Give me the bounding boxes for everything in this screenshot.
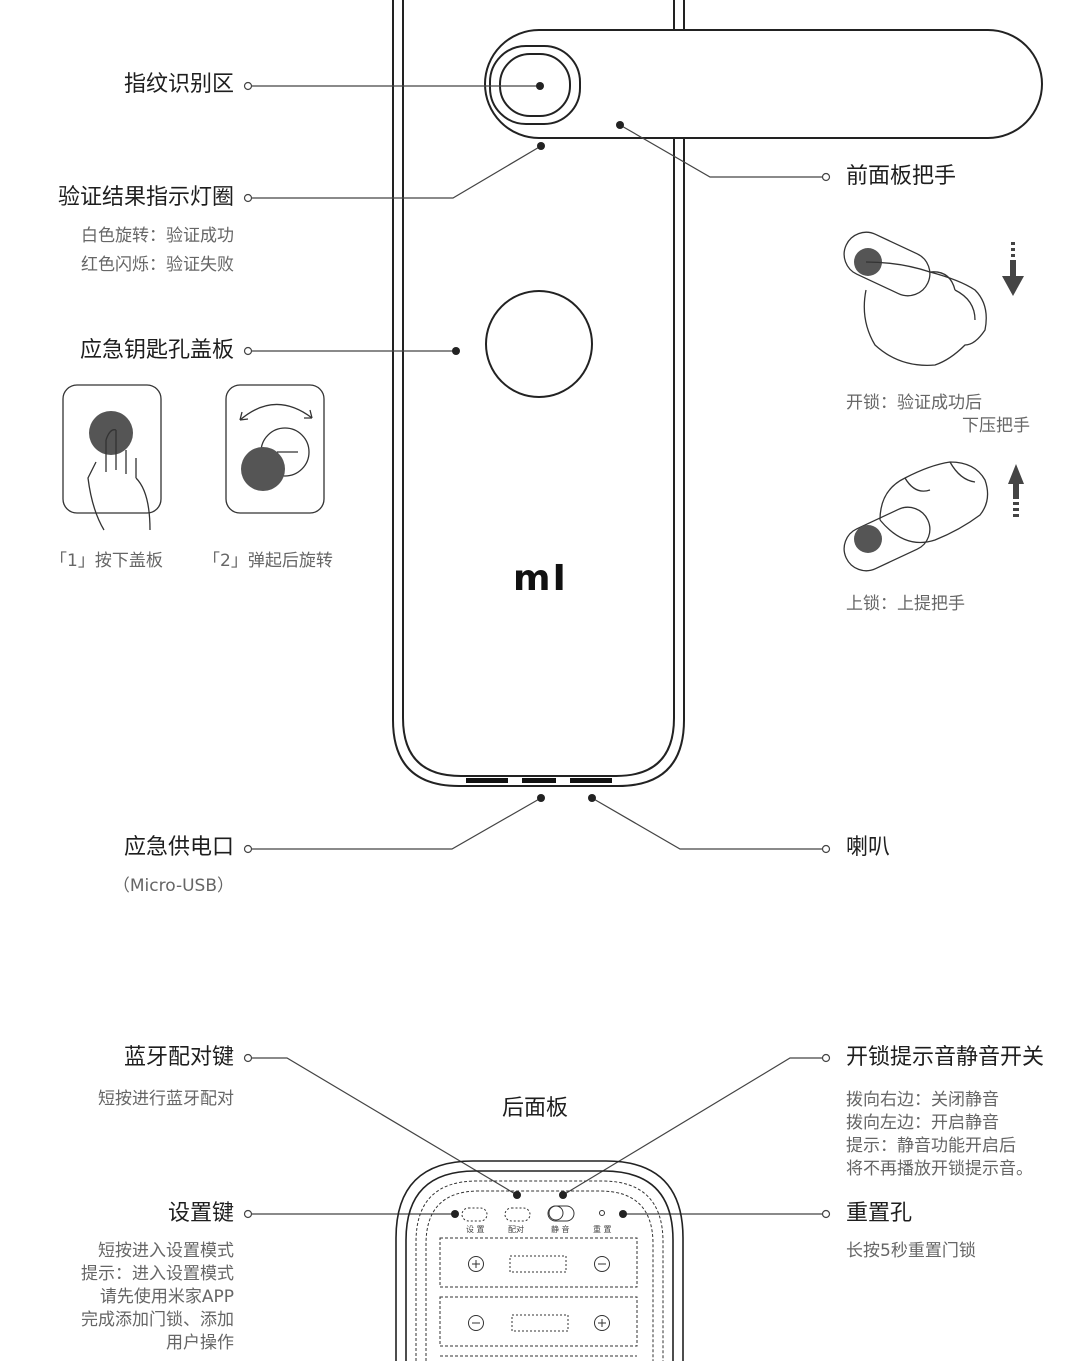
desc-lock: 上锁：上提把手 <box>846 594 965 614</box>
desc-mute-1: 拨向右边：关闭静音 <box>846 1090 999 1110</box>
lock-hand-illustration <box>843 461 989 572</box>
desc-setting-4: 完成添加门锁、添加 <box>81 1310 234 1330</box>
keyhole-cover <box>485 290 593 398</box>
desc-ring-white: 白色旋转：验证成功 <box>81 226 234 246</box>
label-bluetooth-pair: 蓝牙配对键 <box>123 1045 234 1070</box>
fingerprint-sensor-outer <box>489 45 581 125</box>
brand-logo: mI <box>513 558 568 599</box>
desc-setting-1: 短按进入设置模式 <box>98 1241 234 1261</box>
unlock-hand-illustration <box>843 231 987 366</box>
speaker-grill-2 <box>570 778 612 783</box>
desc-reset: 长按5秒重置门锁 <box>846 1241 976 1261</box>
desc-mute-3: 提示：静音功能开启后 <box>846 1136 1016 1156</box>
up-arrow-icon <box>1008 464 1024 517</box>
pair-button <box>504 1207 531 1222</box>
desc-setting-5: 用户操作 <box>166 1333 234 1353</box>
desc-setting-2: 提示：进入设置模式 <box>81 1264 234 1284</box>
btn-label-setting: 设 置 <box>466 1224 485 1234</box>
reset-hole <box>599 1210 605 1216</box>
label-speaker: 喇叭 <box>846 835 891 860</box>
step1-illustration <box>62 384 162 531</box>
label-setting-key: 设置键 <box>167 1201 234 1226</box>
label-front-handle: 前面板把手 <box>846 164 957 189</box>
step2-illustration <box>225 384 325 514</box>
front-panel-inner <box>402 0 675 777</box>
speaker-grill-1 <box>522 778 556 783</box>
desc-bluetooth-pair: 短按进行蓝牙配对 <box>98 1089 234 1109</box>
front-handle <box>484 29 1043 139</box>
mute-switch-knob <box>548 1205 564 1221</box>
desc-setting-3: 请先使用米家APP <box>99 1287 234 1307</box>
front-panel-outer <box>392 0 685 787</box>
btn-label-mute: 静 音 <box>551 1224 570 1234</box>
desc-ring-red: 红色闪烁：验证失败 <box>81 255 234 275</box>
down-arrow-icon <box>1002 242 1024 296</box>
desc-unlock-1: 开锁：验证成功后 <box>846 393 982 413</box>
step1-caption: 「1」按下盖板 <box>50 551 163 571</box>
mute-switch <box>547 1205 575 1222</box>
usb-port <box>466 778 508 783</box>
desc-mute-2: 拨向左边：开启静音 <box>846 1113 999 1133</box>
label-indicator-ring: 验证结果指示灯圈 <box>57 185 234 210</box>
fingerprint-sensor-inner <box>499 53 571 117</box>
setting-button <box>461 1207 488 1222</box>
step2-caption: 「2」弹起后旋转 <box>203 551 333 571</box>
label-mute-switch: 开锁提示音静音开关 <box>846 1045 1045 1070</box>
back-panel-outer <box>395 1160 684 1361</box>
desc-mute-4: 将不再播放开锁提示音。 <box>846 1159 1033 1179</box>
back-panel-inner <box>405 1170 674 1361</box>
btn-label-reset: 重 置 <box>593 1224 612 1234</box>
desc-micro-usb: （Micro-USB） <box>112 876 234 896</box>
label-keyhole-cover: 应急钥匙孔盖板 <box>79 338 234 363</box>
label-reset-hole: 重置孔 <box>846 1201 913 1226</box>
btn-label-pair: 配对 <box>508 1224 524 1234</box>
label-emergency-power: 应急供电口 <box>123 835 234 860</box>
back-panel-title: 后面板 <box>502 1096 569 1121</box>
label-fingerprint-area: 指纹识别区 <box>123 72 234 97</box>
desc-unlock-2: 下压把手 <box>962 416 1030 436</box>
